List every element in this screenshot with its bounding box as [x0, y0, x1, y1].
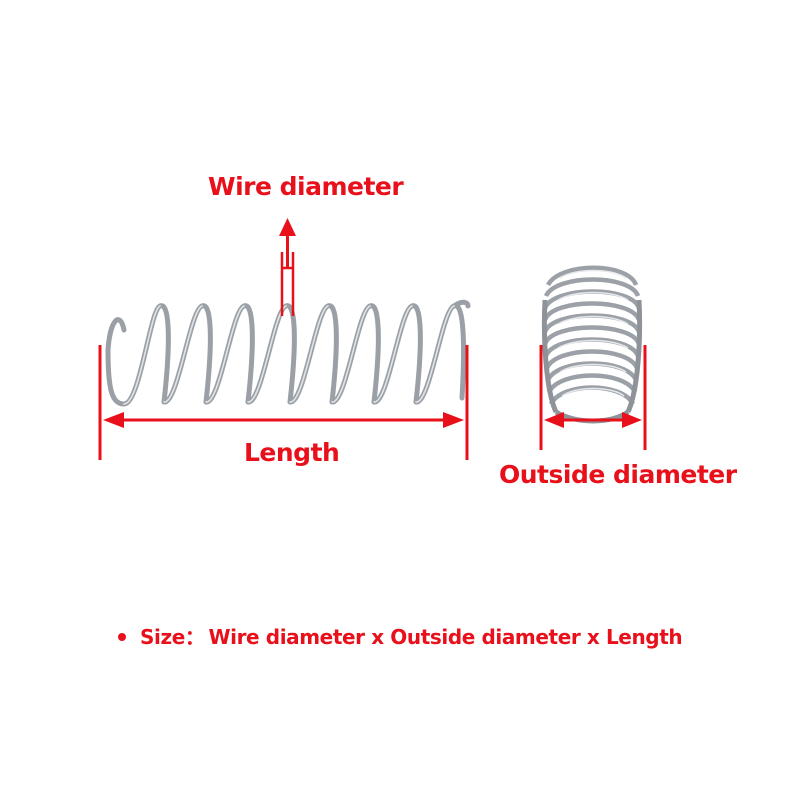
wire-diameter-label: Wire diameter [208, 172, 404, 201]
size-formula-line: Size：Wire diameter x Outside diameter x … [118, 621, 683, 650]
od-arrow-left [544, 412, 564, 428]
od-arrow-right [622, 412, 642, 428]
outside-diameter-dimension [539, 345, 647, 450]
size-prefix: Size： [140, 625, 205, 649]
wire-arrow-up [279, 218, 296, 236]
length-dimension [98, 345, 469, 460]
wire-diameter-dimension [279, 218, 296, 316]
bullet-icon [118, 632, 126, 641]
length-arrow-right [443, 412, 464, 428]
short-spring-image [541, 265, 643, 424]
length-arrow-left [103, 412, 124, 428]
length-label: Length [244, 438, 340, 467]
size-formula: Wire diameter x Outside diameter x Lengt… [208, 625, 683, 649]
long-spring-image [105, 299, 471, 407]
outside-diameter-label: Outside diameter [499, 460, 737, 489]
